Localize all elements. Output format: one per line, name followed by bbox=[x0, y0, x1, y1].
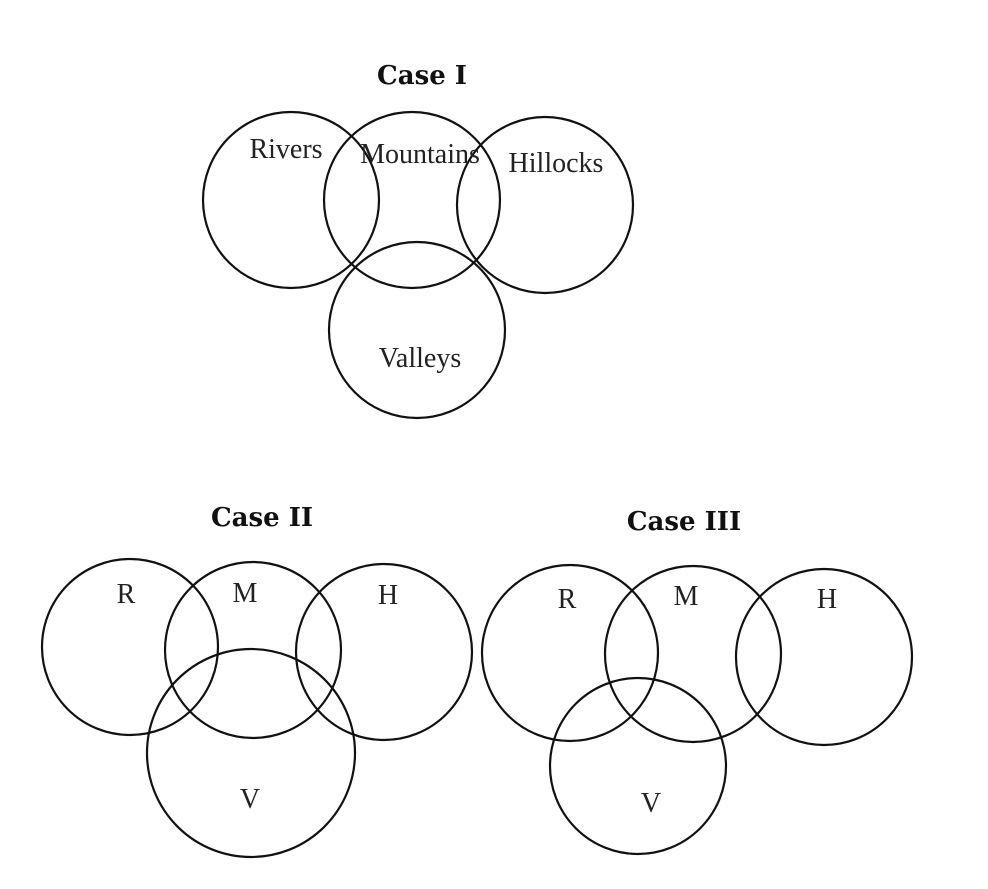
case-2-r-circle bbox=[40, 557, 220, 737]
case-1-mountains-label: Mountains bbox=[360, 139, 480, 170]
case-2-group: Case II R M H V bbox=[40, 503, 474, 859]
case-2-title: Case II bbox=[211, 503, 313, 533]
case-3-group: Case III R M H V bbox=[480, 507, 914, 856]
case-3-title: Case III bbox=[627, 507, 741, 537]
case-3-m-circle bbox=[603, 564, 783, 744]
case-3-r-label: R bbox=[558, 584, 577, 615]
case-3-h-circle bbox=[734, 567, 914, 747]
case-2-h-label: H bbox=[378, 580, 398, 611]
case-1-mountains-circle bbox=[322, 110, 502, 290]
case-3-r-circle bbox=[480, 563, 660, 743]
case-2-h-circle bbox=[294, 562, 474, 742]
case-3-v-label: V bbox=[641, 788, 661, 819]
case-2-m-label: M bbox=[233, 578, 258, 609]
case-3-v-circle bbox=[548, 676, 728, 856]
case-1-valleys-label: Valleys bbox=[379, 343, 461, 374]
case-1-group: Case I Rivers Mountains Hillocks Valleys bbox=[201, 61, 635, 420]
case-2-r-label: R bbox=[117, 579, 136, 610]
case-1-rivers-label: Rivers bbox=[249, 134, 322, 165]
case-3-m-label: M bbox=[674, 581, 699, 612]
case-2-v-circle bbox=[145, 647, 357, 859]
case-2-v-label: V bbox=[240, 784, 260, 815]
case-1-rivers-circle bbox=[201, 110, 381, 290]
case-1-title: Case I bbox=[377, 61, 467, 91]
case-1-hillocks-circle bbox=[455, 115, 635, 295]
case-2-m-circle bbox=[163, 560, 343, 740]
case-1-valleys-circle bbox=[327, 240, 507, 420]
case-3-h-label: H bbox=[817, 584, 837, 615]
case-1-hillocks-label: Hillocks bbox=[509, 148, 604, 179]
